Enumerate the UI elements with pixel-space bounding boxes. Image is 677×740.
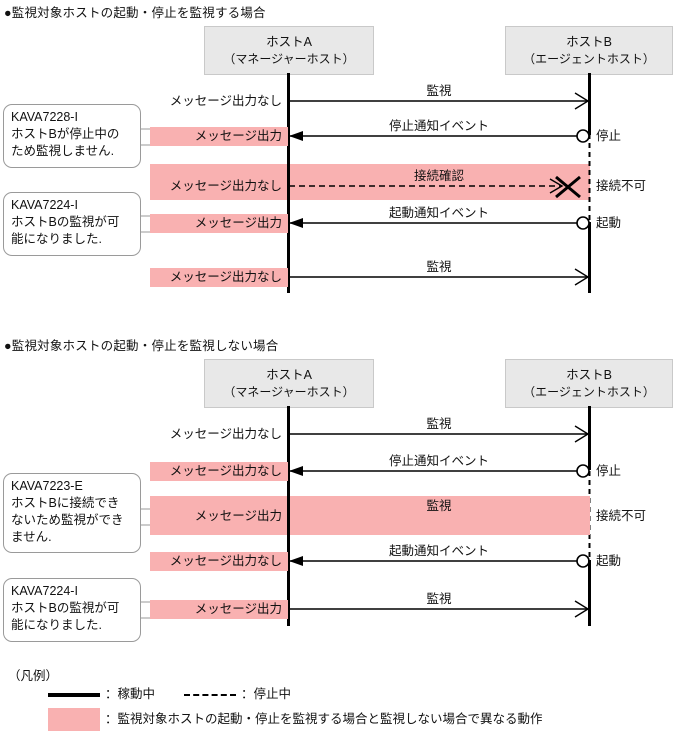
section-2-row-3-left-label: メッセージ出力 bbox=[194, 509, 282, 523]
legend-title: （凡例） bbox=[8, 669, 59, 683]
arrow-head-filled bbox=[289, 556, 303, 566]
actor-role: （エージェントホスト） bbox=[523, 384, 655, 399]
legend-row-pink: ：監視対象ホストの起動・停止を監視する場合と監視しない場合で異なる動作 bbox=[48, 708, 543, 731]
section-1-row-2-left-label: メッセージ出力 bbox=[150, 127, 288, 146]
section-1-row-1-left-label: メッセージ出力なし bbox=[169, 94, 282, 108]
section-1-row-4-left-label: メッセージ出力 bbox=[150, 214, 288, 233]
section-1-callout-2: KAVA7224-I ホストBの監視が可 能になりました. bbox=[3, 192, 141, 256]
section-2-actor-left: ホストA （マネージャーホスト） bbox=[204, 359, 374, 408]
event-marker-circle bbox=[576, 216, 590, 230]
actor-name: ホストA bbox=[266, 34, 312, 49]
callout-line: ホストBの監視が可 bbox=[11, 601, 120, 615]
section-2-row-3-state: 接続不可 bbox=[596, 509, 647, 523]
arrow-head-filled bbox=[289, 466, 303, 476]
solid-line-swatch-icon bbox=[48, 692, 100, 697]
callout-code: KAVA7228-I bbox=[11, 110, 78, 124]
callout-line: ないため監視ができ bbox=[11, 513, 124, 527]
callout-line: ホストBに接続でき bbox=[11, 496, 120, 510]
actor-role: （マネージャーホスト） bbox=[223, 384, 355, 399]
arrow-head-open bbox=[549, 178, 564, 194]
section-2-row-5-left-label: メッセージ出力 bbox=[150, 600, 288, 619]
callout-line: ホストBの監視が可 bbox=[11, 215, 120, 229]
callout-line: ため監視しません. bbox=[11, 144, 115, 158]
section-1-row-5-caption: 監視 bbox=[426, 260, 452, 274]
section-1-actor-right: ホストB （エージェントホスト） bbox=[505, 26, 673, 75]
section-2-row-5-caption: 監視 bbox=[426, 592, 452, 606]
section-1-row-4-state: 起動 bbox=[596, 216, 622, 230]
section-1-row-3-state: 接続不可 bbox=[596, 179, 647, 193]
legend-row-lines: ：稼動中 ：停止中 bbox=[48, 686, 291, 702]
section-2-row-2-caption: 停止通知イベント bbox=[388, 454, 489, 468]
section-2-callout-2: KAVA7224-I ホストBの監視が可 能になりました. bbox=[3, 578, 141, 642]
section-1-row-2-caption: 停止通知イベント bbox=[388, 119, 489, 133]
actor-name: ホストA bbox=[266, 367, 312, 382]
section-1-title: ●監視対象ホストの起動・停止を監視する場合 bbox=[4, 6, 266, 20]
section-1-row-1-caption: 監視 bbox=[426, 84, 452, 98]
callout-code: KAVA7223-E bbox=[11, 479, 83, 493]
legend-label-stopped: ：停止中 bbox=[240, 687, 291, 701]
section-2-row-1-left-label: メッセージ出力なし bbox=[169, 427, 282, 441]
callout-code: KAVA7224-I bbox=[11, 198, 78, 212]
section-1-lifeline-hostb-run1 bbox=[588, 73, 591, 135]
callout-code: KAVA7224-I bbox=[11, 584, 78, 598]
section-1-lifeline-hosta bbox=[287, 73, 290, 293]
callout-line: ホストBが停止中の bbox=[11, 127, 120, 141]
section-2-row-2-state: 停止 bbox=[596, 464, 622, 478]
section-1-row-3-caption: 接続確認 bbox=[413, 169, 464, 183]
section-2-row-4-left-label: メッセージ出力なし bbox=[150, 552, 288, 571]
section-2-highlight-band bbox=[150, 496, 590, 535]
actor-role: （マネージャーホスト） bbox=[223, 51, 355, 66]
legend-label-difference: ：監視対象ホストの起動・停止を監視する場合と監視しない場合で異なる動作 bbox=[105, 711, 543, 726]
actor-name: ホストB bbox=[566, 34, 612, 49]
arrow-head-filled bbox=[289, 131, 303, 141]
event-marker-circle bbox=[576, 129, 590, 143]
section-2-title: ●監視対象ホストの起動・停止を監視しない場合 bbox=[4, 339, 279, 353]
pink-box-swatch-icon bbox=[48, 708, 100, 731]
section-2-row-3-caption: 監視 bbox=[426, 499, 452, 513]
callout-line: 能になりました. bbox=[11, 618, 102, 632]
arrow-head-filled bbox=[289, 218, 303, 228]
section-2-lifeline-hostb-run1 bbox=[588, 406, 591, 470]
event-marker-circle bbox=[576, 464, 590, 478]
section-1-callout-1: KAVA7228-I ホストBが停止中の ため監視しません. bbox=[3, 104, 141, 168]
section-2-callout-1: KAVA7223-E ホストBに接続でき ないため監視ができ ません. bbox=[3, 473, 141, 553]
section-2-row-2-left-label: メッセージ出力なし bbox=[150, 462, 288, 481]
section-2-lifeline-hostb-run2 bbox=[588, 560, 591, 626]
section-2-row-4-state: 起動 bbox=[596, 554, 622, 568]
legend-label-running: ：稼動中 bbox=[105, 687, 156, 701]
section-2-row-4-caption: 起動通知イベント bbox=[388, 544, 489, 558]
blocked-x-icon bbox=[555, 175, 581, 199]
arrow-head-open bbox=[574, 92, 590, 110]
callout-line: 能になりました. bbox=[11, 232, 102, 246]
section-1-highlight-band bbox=[150, 164, 590, 200]
arrow-head-open bbox=[574, 268, 590, 286]
section-1-row-4-caption: 起動通知イベント bbox=[388, 206, 489, 220]
actor-name: ホストB bbox=[566, 367, 612, 382]
section-1-row-2-state: 停止 bbox=[596, 129, 622, 143]
callout-line: ません. bbox=[11, 530, 52, 544]
section-1-row-5-left-label: メッセージ出力なし bbox=[150, 268, 288, 287]
section-2-row-1-caption: 監視 bbox=[426, 417, 452, 431]
section-1-lifeline-hostb-run2 bbox=[588, 222, 591, 293]
dashed-line-swatch-icon bbox=[183, 693, 236, 696]
section-2-actor-right: ホストB （エージェントホスト） bbox=[505, 359, 673, 408]
section-1-row-3-left-label: メッセージ出力なし bbox=[169, 179, 282, 193]
actor-role: （エージェントホスト） bbox=[523, 51, 655, 66]
section-2-lifeline-hosta bbox=[287, 406, 290, 626]
